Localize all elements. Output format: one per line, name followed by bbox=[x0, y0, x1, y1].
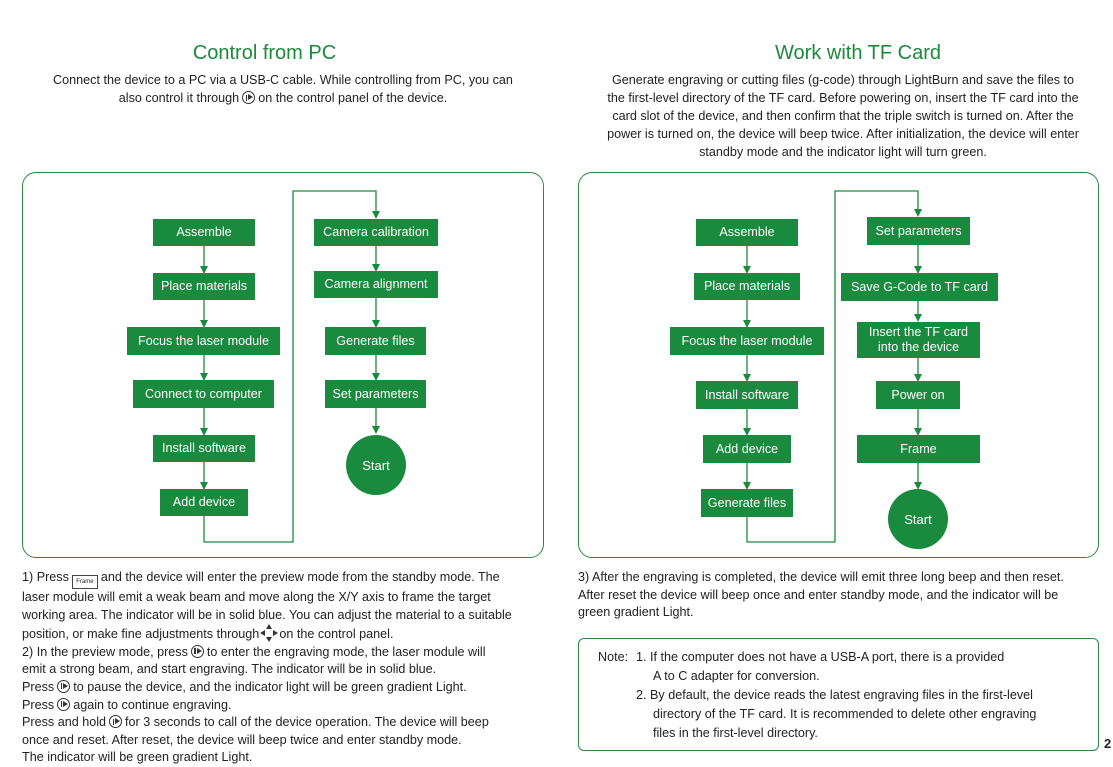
flow-step-focus-laser: Focus the laser module bbox=[670, 327, 824, 355]
note-item-2: 2. By default, the device reads the late… bbox=[636, 688, 1033, 702]
play-pause-icon bbox=[57, 697, 71, 711]
note-item-2-cont2: files in the first-level directory. bbox=[653, 726, 818, 740]
flow-step-add-device: Add device bbox=[160, 489, 248, 516]
note-item-1: 1. If the computer does not have a USB-A… bbox=[636, 650, 1005, 664]
play-pause-icon bbox=[109, 715, 123, 729]
flow-start-circle: Start bbox=[346, 435, 406, 495]
frame-button-icon: Frame bbox=[71, 575, 98, 589]
flow-step-frame: Frame bbox=[857, 435, 980, 463]
flow-step-set-parameters: Set parameters bbox=[325, 380, 426, 408]
flow-step-install-software: Install software bbox=[153, 435, 255, 462]
right-flowchart-panel bbox=[578, 172, 1099, 558]
flow-step-set-parameters: Set parameters bbox=[867, 217, 970, 245]
flow-step-insert-tf-card: Insert the TF card into the device bbox=[857, 322, 980, 358]
right-section-title: Work with TF Card bbox=[775, 42, 941, 64]
flow-step-place-materials: Place materials bbox=[694, 273, 800, 300]
flow-step-assemble: Assemble bbox=[153, 219, 255, 246]
left-flowchart-panel bbox=[22, 172, 544, 558]
flow-step-assemble: Assemble bbox=[696, 219, 798, 246]
flow-step-install-software: Install software bbox=[696, 381, 798, 409]
flow-step-generate-files: Generate files bbox=[701, 489, 793, 517]
right-intro: Generate engraving or cutting files (g-c… bbox=[607, 73, 1079, 159]
flow-step-power-on: Power on bbox=[876, 381, 960, 409]
page-number: 2 bbox=[1104, 736, 1112, 751]
flow-step-camera-calibration: Camera calibration bbox=[314, 219, 438, 246]
play-pause-icon bbox=[242, 91, 256, 104]
flow-step-place-materials: Place materials bbox=[153, 273, 255, 300]
note-item-1-cont: A to C adapter for conversion. bbox=[653, 669, 820, 683]
play-pause-icon bbox=[190, 644, 204, 658]
flow-start-circle: Start bbox=[888, 489, 948, 549]
note-item-2-cont: directory of the TF card. It is recommen… bbox=[653, 707, 1037, 721]
note-label: Note: bbox=[598, 650, 629, 664]
left-intro-line1: Connect the device to a PC via a USB-C c… bbox=[53, 73, 513, 87]
flow-step-save-gcode: Save G-Code to TF card bbox=[841, 273, 998, 301]
play-pause-icon bbox=[57, 679, 71, 693]
left-intro: Connect the device to a PC via a USB-C c… bbox=[22, 71, 544, 107]
note-box bbox=[578, 638, 1099, 751]
direction-arrows-icon bbox=[260, 624, 279, 643]
flow-step-add-device: Add device bbox=[703, 435, 791, 463]
flow-step-connect-computer: Connect to computer bbox=[133, 380, 274, 408]
flow-step-camera-alignment: Camera alignment bbox=[314, 271, 438, 298]
left-section-title: Control from PC bbox=[192, 42, 337, 64]
right-body-text: 3) After the engraving is completed, the… bbox=[578, 570, 1064, 620]
flow-step-generate-files: Generate files bbox=[325, 327, 426, 355]
flow-step-focus-laser: Focus the laser module bbox=[127, 327, 280, 355]
